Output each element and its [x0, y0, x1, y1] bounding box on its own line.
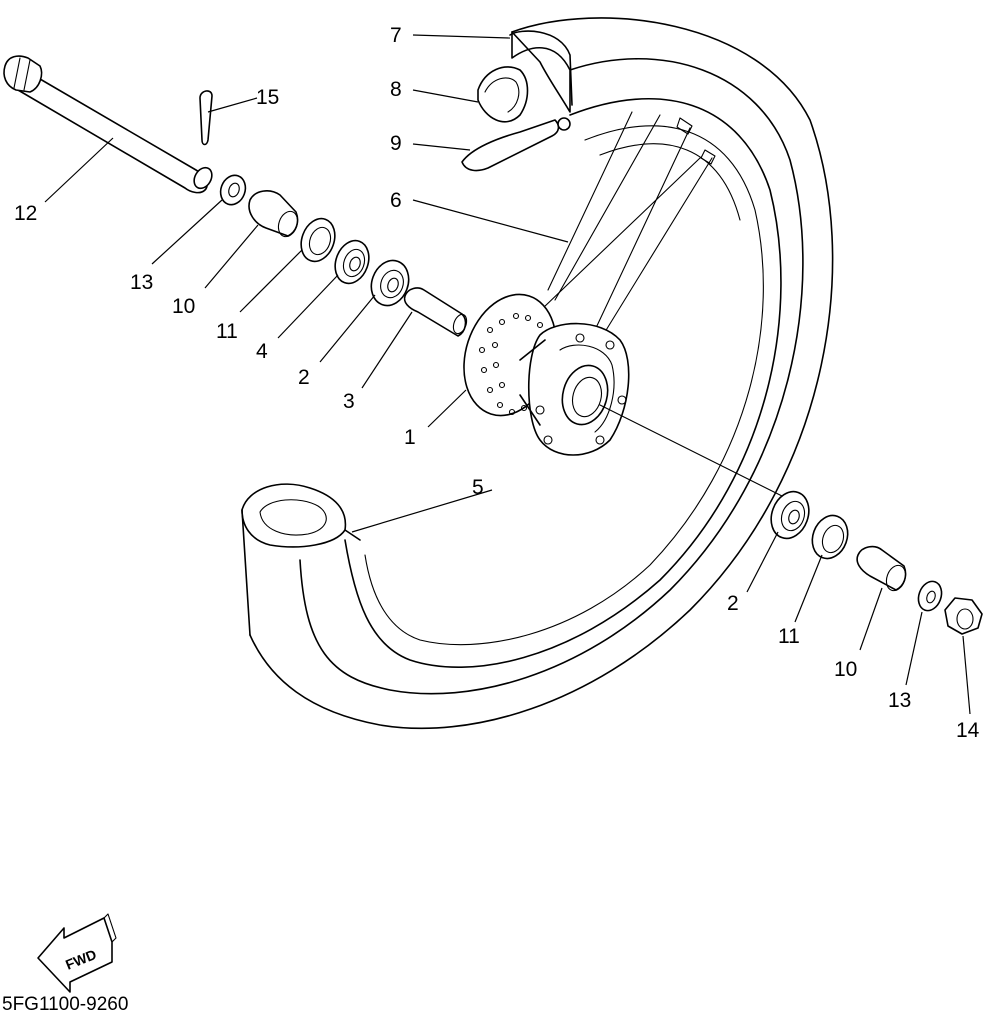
callout-15: 15	[256, 86, 279, 109]
rim-band-tube-parts	[461, 66, 571, 172]
cotter-pin	[199, 90, 213, 146]
hub	[463, 293, 630, 456]
callout-10-right: 10	[834, 658, 857, 681]
callout-11-right: 11	[778, 625, 800, 648]
callout-12: 12	[14, 202, 37, 225]
diagram-code: 5FG1100-9260	[2, 994, 128, 1014]
left-side-parts	[219, 174, 468, 337]
spokes	[519, 111, 716, 341]
callout-14: 14	[956, 719, 980, 742]
callout-2-left: 2	[298, 366, 310, 389]
callout-2-right: 2	[727, 592, 739, 615]
leader-lines	[44, 34, 971, 715]
right-side-parts	[770, 490, 983, 635]
axle	[3, 55, 213, 194]
callout-4: 4	[256, 340, 268, 363]
fwd-arrow: FWD	[37, 913, 117, 993]
callout-11-left: 11	[216, 320, 238, 343]
callout-9: 9	[390, 132, 402, 155]
axle-centerline	[599, 404, 791, 501]
callout-7: 7	[390, 24, 402, 47]
callout-1: 1	[404, 426, 416, 449]
callout-6: 6	[390, 189, 402, 212]
callout-8: 8	[390, 78, 402, 101]
callout-3: 3	[343, 390, 355, 413]
tire-rim	[241, 17, 834, 730]
callout-13-left: 13	[130, 271, 153, 294]
callout-labels: 1 2 2 3 4 5 6 7 8 9 10 10 11 11 12 13 13…	[14, 24, 980, 742]
callout-5: 5	[472, 476, 484, 499]
callout-10-left: 10	[172, 295, 195, 318]
callout-13-right: 13	[888, 689, 911, 712]
